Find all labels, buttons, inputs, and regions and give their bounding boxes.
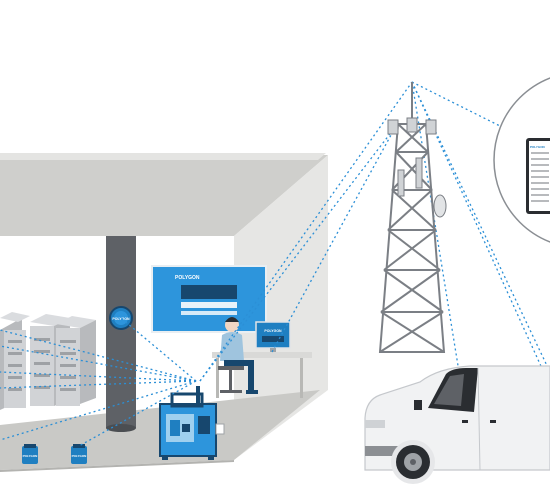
tablet-icon: POLYGON xyxy=(526,138,550,214)
van-icon xyxy=(364,365,550,484)
signal-link xyxy=(78,380,197,447)
wall-sensor-label: POLYGON xyxy=(112,317,130,321)
floor-sensor-label: POLYGON xyxy=(23,454,38,458)
building-floor-front xyxy=(0,460,234,472)
server-racks xyxy=(0,312,96,410)
server-rack xyxy=(56,316,96,406)
server-rack xyxy=(0,312,30,410)
signal-link xyxy=(0,380,197,441)
tower-antennas xyxy=(387,117,447,218)
operator-icon xyxy=(218,317,258,394)
equipment-cabinet xyxy=(159,386,225,460)
cell-tower-icon xyxy=(378,82,446,353)
building-roof xyxy=(0,155,328,236)
building-pillar-base xyxy=(106,424,136,432)
wall-sensor: POLYGON xyxy=(109,306,133,330)
workstation: POLYGON xyxy=(212,317,312,398)
desk-monitor-brand: POLYGON xyxy=(264,329,282,333)
building-roof-top xyxy=(0,153,326,160)
signal-link xyxy=(199,81,413,382)
signal-link xyxy=(411,81,550,373)
signal-link xyxy=(0,380,197,389)
signal-link xyxy=(0,329,197,382)
power-outlet xyxy=(215,423,225,435)
tablet-callout: POLYGON xyxy=(493,77,550,243)
desk-monitor: POLYGON xyxy=(255,321,291,352)
wall-display-brand: POLYGON xyxy=(175,275,200,281)
floor-sensor: POLYGON xyxy=(22,444,38,464)
signal-link xyxy=(0,345,197,382)
signal-link xyxy=(120,317,197,382)
floor-sensor-label: POLYGON xyxy=(72,454,87,458)
building-pillar xyxy=(106,236,136,428)
wall-display: POLYGON xyxy=(151,265,267,333)
floor-sensor: POLYGON xyxy=(71,444,87,464)
signal-link xyxy=(411,81,501,127)
signal-link xyxy=(199,125,397,382)
tablet-brand: POLYGON xyxy=(530,145,545,149)
building-right-wall xyxy=(234,155,328,460)
